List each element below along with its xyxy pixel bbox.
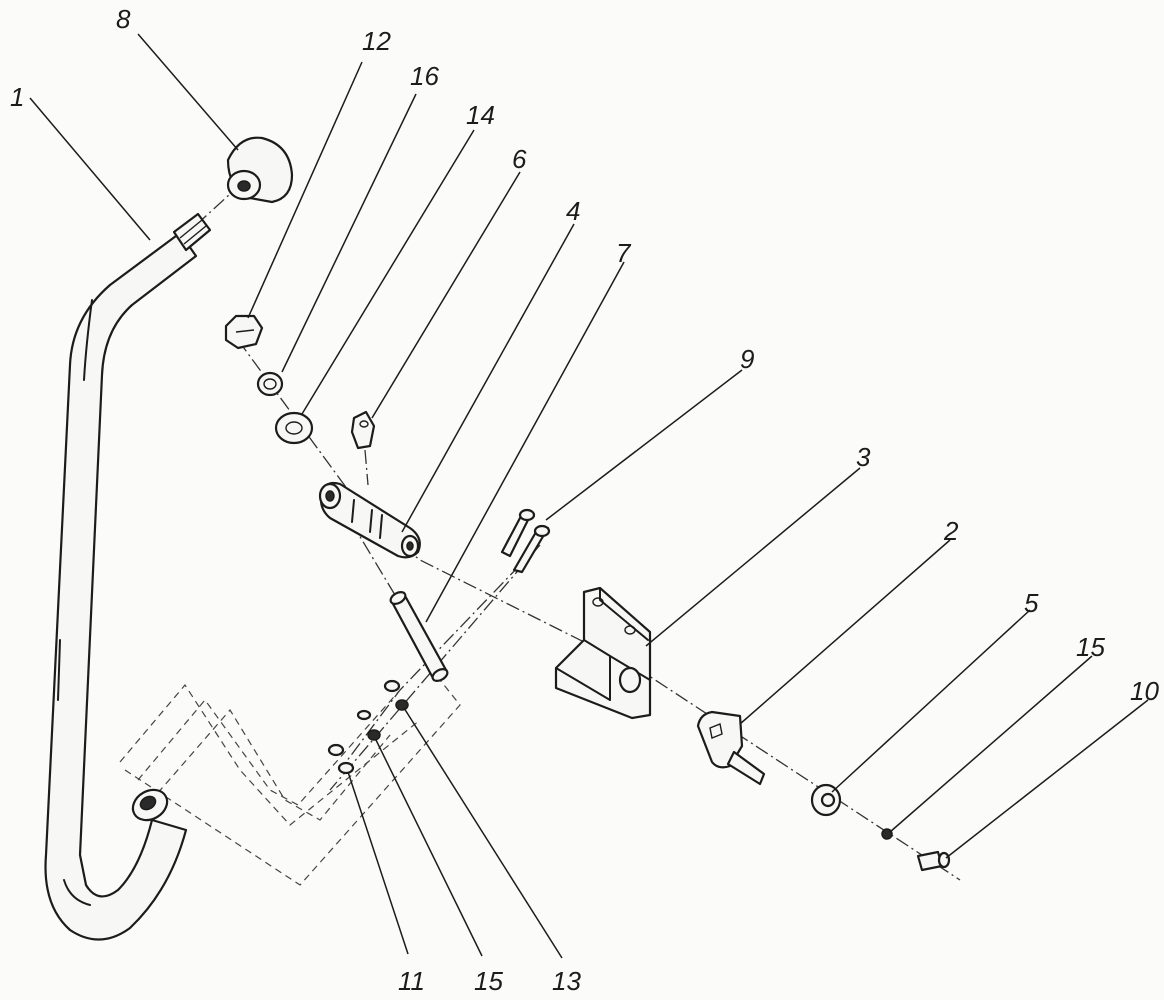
- part-4-pivot-shaft: [318, 481, 421, 559]
- assembly-axis-lines: [195, 184, 961, 881]
- callout-10: 10: [1130, 676, 1159, 706]
- callout-3: 3: [856, 442, 871, 472]
- small-fittings: [327, 679, 409, 775]
- dashed-routing-lines: [119, 679, 461, 886]
- part-7-pin: [389, 591, 449, 682]
- callout-16: 16: [410, 61, 439, 91]
- callout-labels: 1 8 12 16 14 6 4 7 9 3 2 5 15 10 11 15 1…: [10, 4, 1159, 996]
- part-8-knob: [226, 136, 294, 204]
- part-12-hex-nut: [224, 314, 264, 350]
- part-9-bolts: [500, 508, 551, 574]
- part-16-lock-washer: [256, 371, 284, 397]
- part-6-flat-washer: [274, 411, 314, 445]
- callout-11: 11: [398, 966, 425, 996]
- part-15-ball-right: [881, 828, 893, 840]
- callout-12: 12: [362, 26, 391, 56]
- callout-13: 13: [552, 966, 581, 996]
- callout-14: 14: [466, 100, 495, 130]
- callout-1: 1: [10, 82, 24, 112]
- part-1-handle-tube: [44, 212, 212, 941]
- callout-9: 9: [740, 344, 754, 374]
- part-3-bracket: [554, 586, 652, 720]
- part-10-screw: [916, 850, 951, 872]
- callout-8: 8: [116, 4, 131, 34]
- callout-15-right: 15: [1076, 632, 1105, 662]
- callout-15-bottom: 15: [474, 966, 503, 996]
- callout-5: 5: [1024, 588, 1039, 618]
- callout-4: 4: [566, 196, 580, 226]
- callout-7: 7: [616, 238, 632, 268]
- callout-2: 2: [943, 516, 959, 546]
- part-2-lever-plate: [696, 710, 766, 786]
- part-14-stud: [350, 410, 376, 450]
- leader-lines: [29, 33, 1149, 959]
- callout-6: 6: [512, 144, 527, 174]
- part-5-washer: [810, 783, 842, 817]
